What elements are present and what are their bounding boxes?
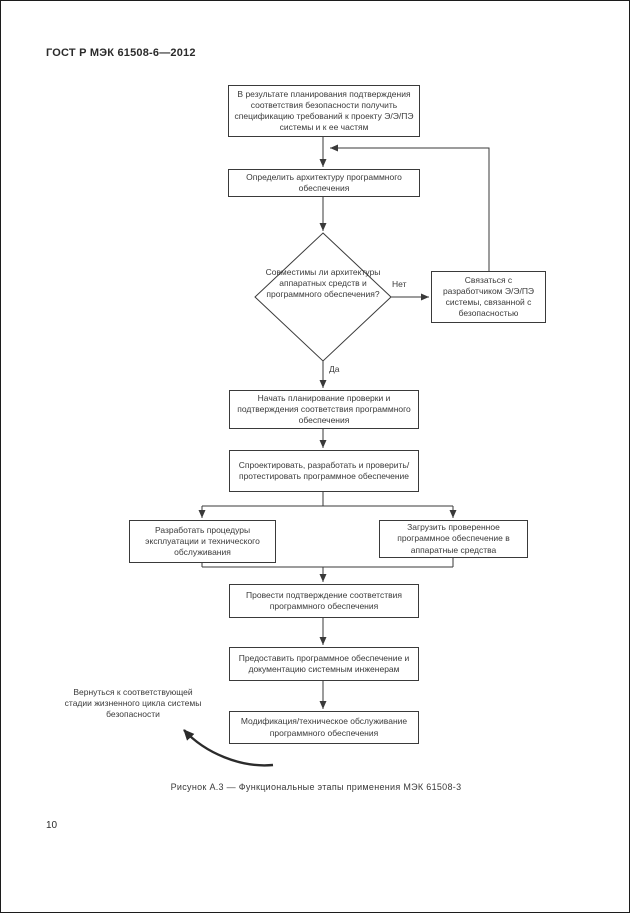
return-annotation: Вернуться к соответствующей стадии жизне…: [64, 687, 202, 720]
edge-contact-feedback: [330, 144, 490, 271]
node-validate: Провести подтверждение соответствия прог…: [229, 584, 419, 618]
node-decision-label: Совместимы ли архитектуры аппаратных сре…: [265, 267, 381, 300]
edge-label-no: Нет: [392, 279, 407, 289]
node-define-architecture: Определить архитектуру программного обес…: [228, 169, 420, 197]
node-maintain: Модификация/техническое обслуживание про…: [229, 711, 419, 744]
node-design-develop: Спроектировать, разработать и проверить/…: [229, 450, 419, 492]
page-number: 10: [46, 820, 58, 831]
node-start: В результате планирования подтверждения …: [228, 85, 420, 137]
node-start-planning: Начать планирование проверки и подтвержд…: [229, 390, 419, 429]
document-header: ГОСТ Р МЭК 61508-6—2012: [46, 47, 196, 59]
node-load-software: Загрузить проверенное программное обеспе…: [379, 520, 528, 558]
return-arrow: [183, 729, 274, 767]
node-develop-procedures: Разработать процедуры эксплуатации и тех…: [129, 520, 276, 563]
figure-caption: Рисунок А.3 — Функциональные этапы приме…: [170, 782, 462, 792]
node-contact-developer: Связаться с разработчиком Э/Э/ПЭ системы…: [431, 271, 546, 323]
decision-diamond: [254, 232, 392, 362]
edge-label-yes: Да: [329, 364, 340, 374]
node-deliver: Предоставить программное обеспечение и д…: [229, 647, 419, 681]
